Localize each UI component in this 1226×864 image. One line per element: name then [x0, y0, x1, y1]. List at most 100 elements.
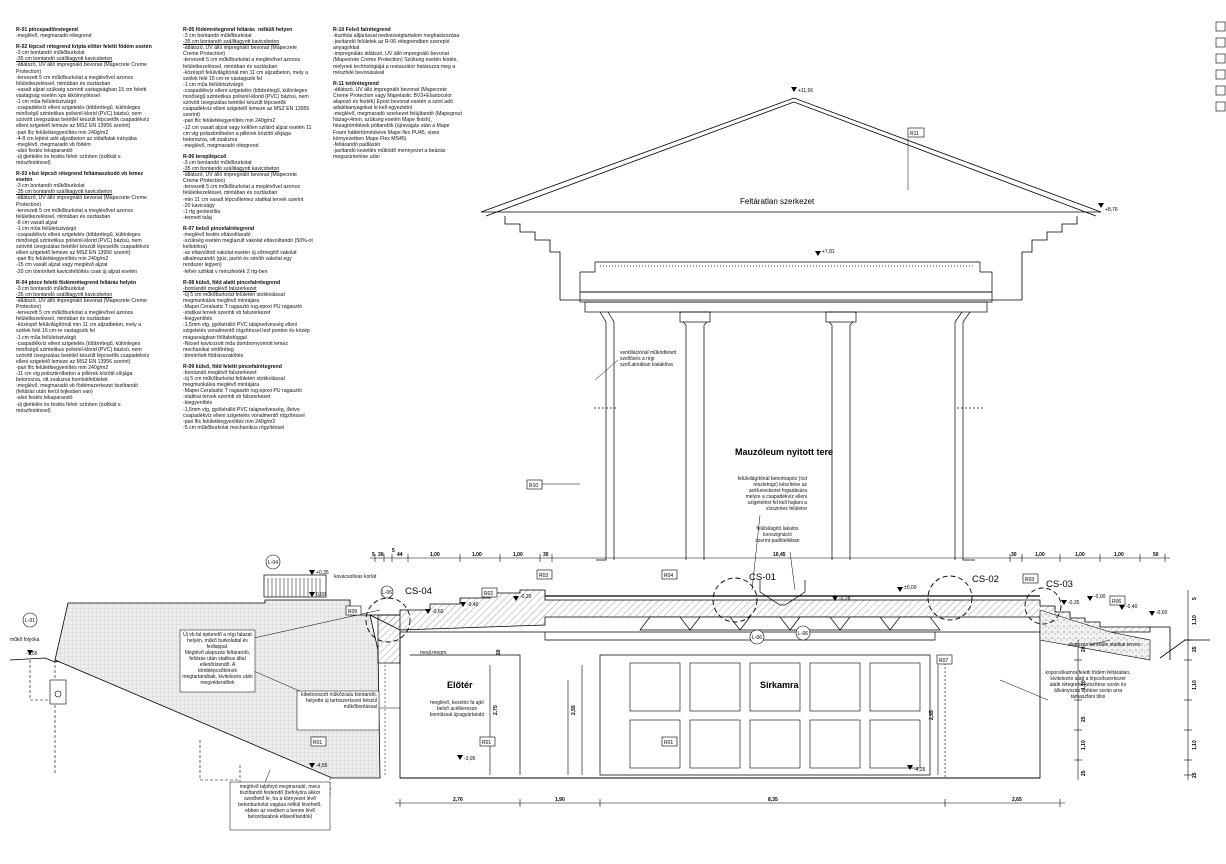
note-existing-wall: kibetonozott műkőzsalu bontandó, helyett… [301, 692, 377, 710]
note-line: -tervezett 5 cm műkőburkolat a meglévőve… [183, 57, 302, 70]
elev-basement-left: -4,55 [316, 763, 328, 769]
note-line: -tömörített földvisszatöltés [183, 352, 244, 359]
bottom-dim-2: 1,90 [555, 797, 565, 803]
tag-r10: R10 [529, 483, 538, 489]
burial-chamber [377, 609, 1151, 779]
top-dim-1: 5 [372, 552, 375, 558]
note-line: -csapadékvíz elleni szigetelés (többréte… [183, 87, 311, 119]
note-title: R-03 elsó lépcső rétegrend feltámaszkodó… [16, 171, 145, 184]
elev-right-1: -0,35 [1068, 600, 1080, 606]
note-block: R-07 belső pincefalrétegrend-meglévő fes… [183, 226, 313, 275]
note-line: -1 cm műa feilületszivárgó [183, 81, 244, 88]
tag-r11: R11 [910, 131, 919, 137]
note-line: -csapadékvíz elleni szigetelés (többréte… [16, 105, 151, 130]
note-block: R-03 elsó lépcső rétegrend feltámaszkodó… [16, 171, 153, 275]
right-dimension-line [489, 590, 1192, 780]
v-dim-4: 1,10 [1081, 680, 1087, 690]
note-line: -1 rtg geotextília [183, 208, 221, 215]
note-line: -közéspő felülvilágítónál min 11 cm aljz… [16, 322, 143, 335]
note-title: R-04 pince feletti födémrétegrend feltár… [16, 279, 137, 286]
note-line: -tervezett 5 cm műkőburkolat a meglévőve… [16, 207, 135, 220]
bottom-dim-4: 2,65 [1012, 797, 1022, 803]
tag-r06: R06 [1112, 599, 1121, 605]
note-line: -feltárandó padlástér [333, 141, 381, 148]
note-line: -pari flic felületkiegyenlítés min 240g/… [183, 118, 276, 125]
note-title: R-07 belső pincefalrétegrend [183, 225, 255, 232]
note-ventillation: ventillációnál működtetett szellőzés a r… [620, 350, 677, 368]
v-dim-10: 1,10 [1192, 615, 1198, 625]
elev-entablature: +7,81 [822, 249, 835, 255]
note-line: -új 5 cm műkőburkolat felületén stokkolá… [183, 376, 287, 389]
note-line: -impregnálás átlátszó, UV álló impregnál… [333, 51, 460, 76]
v-dim-12: 1,10 [1192, 740, 1198, 750]
top-dim-12: 1,00 [1075, 552, 1085, 558]
note-line: -35 cm bontandó szállitagyott kavicsbeto… [16, 291, 113, 298]
tag-r04: R04 [664, 573, 673, 579]
note-block: R-11 tetőrétegrend-átlátszó, UV álló imp… [333, 81, 463, 160]
v-dim-5: 1,10 [1081, 740, 1087, 750]
note-block: R-09 külső, föld feletti pincefalrétegre… [183, 364, 313, 431]
tag-r03-a: R03 [539, 573, 548, 579]
note-backfill: meglévő talpfoyó megmaradé, mecs tisztít… [238, 784, 322, 820]
note-line: -1 cm műa feilületszivárgó [16, 334, 77, 341]
note-line: -1,5mm vtg, gyökérálló PVC talajnedvessé… [183, 322, 312, 341]
note-line: -3 cm bontandó műkőburkolat [16, 285, 85, 292]
note-line: -11 cm vtg polisztirolbeton a pillérek k… [16, 371, 134, 384]
note-line: -pari flic felületkiegyenlítés min 240g/… [16, 256, 109, 263]
note-line: -javítandó kezetlés működő mennyezet a b… [333, 147, 447, 160]
pediment-roof [480, 97, 1102, 301]
note-title: R-09 külső, föld feletti pincefalrétegre… [183, 363, 282, 370]
note-line: -3 cm bontandó műkőburkolat [16, 183, 85, 190]
note-line: -Nicoel kavicozott műa dombornyomott lem… [183, 340, 290, 353]
tag-r01-c: R01 [664, 740, 673, 746]
sarcophagi [629, 662, 921, 769]
note-block: R-01 pincepadlóretegend-meglévő, megmara… [16, 27, 153, 39]
top-dim-4: 44 [397, 552, 403, 558]
note-line: -bontandó meglévő falszerkezet [183, 369, 257, 376]
v-dim-14: 25 [1192, 772, 1198, 778]
top-dim-9: 10,45 [773, 552, 786, 558]
section-circles [365, 575, 1062, 643]
note-block: R-04 pince feletti födémrétegrend feltár… [16, 280, 153, 414]
section-mark-cs01: CS-01 [749, 572, 776, 583]
elev-vestibule-floor: -3,95 [464, 756, 476, 762]
tag-r03-b: R03 [1025, 577, 1034, 583]
note-title: R-08 külső, föld alatti pincefalrétegren… [183, 279, 281, 286]
v-dim-9: 25 [1081, 770, 1087, 776]
bottom-dimension-line [395, 799, 1065, 807]
note-line: -meglévő, megmaradó rétegrend [16, 33, 92, 40]
note-line: -kiegyenlítés [183, 316, 213, 323]
note-line: -új 5 cm műkőburkolat felületén stokkolá… [183, 291, 287, 304]
note-title: R-02 lépcső rétegrend kripta előtér fele… [16, 44, 152, 51]
note-line: -alsó festés lekaparandó [16, 147, 73, 154]
note-line: -átlátszó, UV álló impregnáló bevonat (M… [183, 172, 299, 185]
notes-column-3: R-10 Felső falrétegrend-tisztítás alljár… [333, 27, 463, 165]
note-line: -szükség esetén meglazult vakolat eltávo… [183, 238, 315, 251]
tag-l06-c: L-06 [382, 590, 392, 596]
v-dim-15: 5 [1192, 597, 1198, 600]
elev-platform: 0,00 [316, 592, 326, 598]
note-railing: kovácsoltvas korlát [334, 574, 377, 580]
note-line: -1 cm műa feilületszivárgó [16, 99, 77, 106]
bottom-dim-3: 8,35 [768, 797, 778, 803]
note-line: -Mapei Ceralastic T ragasztó rug.epoxi P… [183, 304, 302, 311]
tag-r09: R09 [348, 609, 357, 615]
note-line: -új glettelés és festés fehér színben (s… [16, 401, 123, 414]
top-dim-8: 30 [543, 552, 549, 558]
top-dim-5: 1,00 [430, 552, 440, 558]
elev-top: +11,56 [798, 88, 813, 94]
elev-floor-zero: ±0,00 [904, 585, 917, 591]
note-line: -statikai tervek szerinti vb falszerkeze… [183, 394, 271, 401]
label-burial-chamber: Sírkamra [760, 680, 800, 690]
v-dim-3: 2,95 [929, 710, 935, 720]
elev-right-2: -0,00 [1094, 594, 1106, 600]
note-line: -javítandó felületek az R-06 rétegrendbe… [333, 39, 451, 52]
note-line: -4-8 cm lejtést adó aljzatbeton az oldal… [16, 135, 137, 142]
elev-step-1: -0,20 [520, 594, 532, 600]
note-line: -meglévő festés eltávolítandó [183, 232, 251, 238]
note-line: -bontandó meglévő falszerkezet [183, 285, 257, 292]
top-dim-7: 1,00 [513, 552, 523, 558]
elev-step-3: -0,60 [432, 609, 444, 615]
